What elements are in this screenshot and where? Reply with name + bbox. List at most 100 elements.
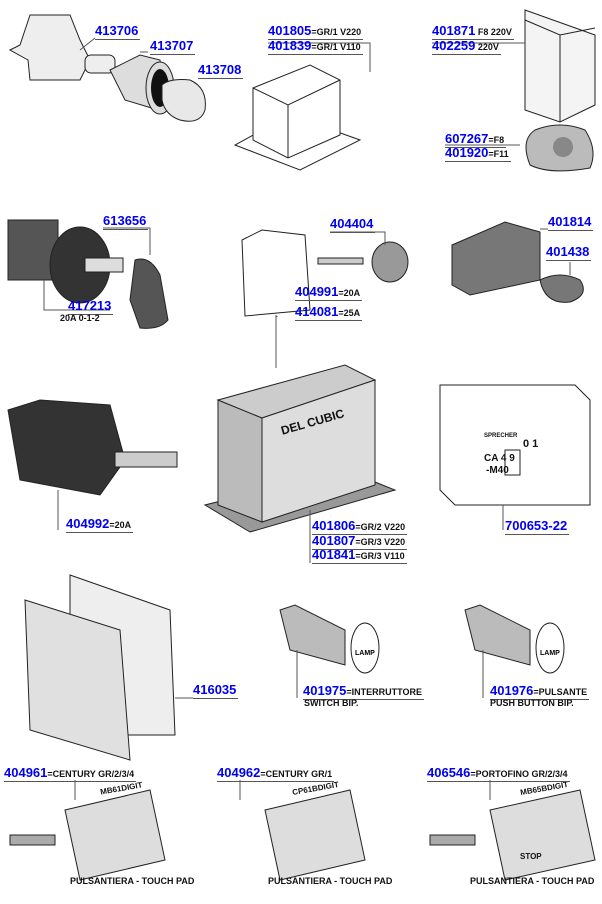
part-code[interactable]: 401438 [546,244,590,259]
box-401814-drawing [451,221,541,296]
touchpad-label: PULSANTIERA - TOUCH PAD [268,876,393,886]
switch-404991-drawing [241,229,409,317]
part-code[interactable]: 413706 [95,23,139,38]
part-label-401805[interactable]: 401805=GR/1 V220 [268,23,364,40]
lamp-text: LAMP [540,650,560,657]
part-code[interactable]: 401814 [548,214,592,229]
knob-613656-drawing [129,258,169,329]
part-label-401814[interactable]: 401814 [548,214,594,231]
part-label-401975[interactable]: 401975=INTERRUTTORE [303,684,424,700]
part-note: =20A [338,288,361,298]
stop-text: STOP [520,852,542,861]
part-note: 220V [475,42,499,52]
part-code[interactable]: 401920 [445,145,489,160]
part-label-417213[interactable]: 417213 [68,298,114,315]
transformer-drawing [233,64,362,171]
lamp-switch-401975-drawing: LAMP [279,604,380,674]
part-label-416035[interactable]: 416035 [193,682,239,699]
part-label-401438[interactable]: 401438 [546,244,592,261]
contactor-drawing [439,384,591,506]
part-code[interactable]: 401975 [303,683,347,698]
part-note: =CENTURY GR/1 [260,769,333,779]
part-label-414081[interactable]: 414081=25A [295,304,363,321]
cap-413708-drawing [161,79,206,122]
rotary-switch-404992-drawing [7,399,178,496]
part-note: =25A [338,308,361,318]
part-note: =CENTURY GR/2/3/4 [47,769,135,779]
lamp-text: LAMP [355,650,375,657]
sublabel-417213: 20A 0-1-2 [60,313,100,323]
part-note: =GR/1 V220 [311,27,362,37]
contactor-model-text: CA 4 9 [484,453,515,464]
part-label-607267[interactable]: 607267=F8 [445,131,507,148]
part-note: =PORTOFINO GR/2/3/4 [470,769,568,779]
part-code[interactable]: 401976 [490,683,534,698]
part-note: =20A [109,520,132,530]
part-code[interactable]: 401841 [312,547,356,562]
part-code[interactable]: 404992 [66,516,110,531]
part-label-401976[interactable]: 401976=PULSANTE [490,683,590,700]
part-label-404404[interactable]: 404404 [330,216,376,233]
part-label-404961[interactable]: 404961=CENTURY GR/2/3/4 [4,765,137,782]
sprecher-text: SPRECHER [484,433,518,439]
part-note: =PULSANTE [533,687,588,697]
knob-401438-drawing [539,274,584,303]
part-label-401920[interactable]: 401920=F11 [445,146,511,162]
part-code[interactable]: 401805 [268,23,312,38]
contactor-model-text-2: -M40 [486,465,509,476]
part-note: =INTERRUTTORE [346,687,422,697]
part-label-402259[interactable]: 402259 220V [432,39,501,55]
part-label-413706[interactable]: 413706 [95,23,141,40]
keypad-404961-drawing [9,789,166,881]
del-cubic-box-drawing [203,364,397,533]
part-note: =GR/1 V110 [311,42,361,52]
part-code[interactable]: 401871 [432,23,476,38]
part-code[interactable]: 404404 [330,216,374,231]
part-label-404992[interactable]: 404992=20A [66,516,134,533]
touchpad-label: PULSANTIERA - TOUCH PAD [470,876,595,886]
part-code[interactable]: 404962 [217,765,261,780]
part-code[interactable]: 414081 [295,304,339,319]
part-label-401871[interactable]: 401871 F8 220V [432,24,514,40]
part-label-401807[interactable]: 401807=GR/3 V220 [312,533,408,550]
part-code[interactable]: 406546 [427,765,471,780]
part-code[interactable]: 416035 [193,682,237,697]
part-code[interactable]: 404961 [4,765,48,780]
part-label-413708[interactable]: 413708 [198,62,244,79]
sublabel-401976: PUSH BUTTON BIP. [490,698,574,708]
part-note: =F8 [488,135,505,145]
part-label-613656[interactable]: 613656 [103,213,149,230]
part-code[interactable]: 401806 [312,518,356,533]
relay-socket-drawing [525,124,594,172]
part-label-404991[interactable]: 404991=20A [295,284,363,301]
part-label-401839[interactable]: 401839=GR/1 V110 [268,39,363,55]
part-code[interactable]: 404991 [295,284,339,299]
part-label-406546[interactable]: 406546=PORTOFINO GR/2/3/4 [427,766,570,782]
part-code[interactable]: 700653-22 [505,518,568,533]
part-code[interactable]: 401839 [268,38,312,53]
switch-413706-drawing [8,14,116,81]
sublabel-401975: SWITCH BIP. [304,698,359,708]
part-note: F8 220V [475,27,512,37]
keypad-404962-drawing [264,789,366,881]
part-note: =GR/2 V220 [355,522,406,532]
part-label-700653-22[interactable]: 700653-22 [505,518,570,535]
part-label-404962[interactable]: 404962=CENTURY GR/1 [217,765,335,782]
relay-drawing [524,9,596,123]
control-board-416035-drawing [24,574,176,761]
touchpad-label: PULSANTIERA - TOUCH PAD [70,876,195,886]
part-code[interactable]: 413708 [198,62,242,77]
part-label-401806[interactable]: 401806=GR/2 V220 [312,518,408,535]
part-label-401841[interactable]: 401841=GR/3 V110 [312,548,407,564]
part-code[interactable]: 613656 [103,213,147,228]
push-button-401976-drawing: LAMP [464,604,565,674]
part-code[interactable]: 413707 [150,38,194,53]
part-code[interactable]: 401807 [312,533,356,548]
part-code[interactable]: 417213 [68,298,112,313]
part-code[interactable]: 402259 [432,38,476,53]
part-label-413707[interactable]: 413707 [150,38,196,55]
part-code[interactable]: 607267 [445,131,489,146]
part-note: =F11 [488,149,509,159]
